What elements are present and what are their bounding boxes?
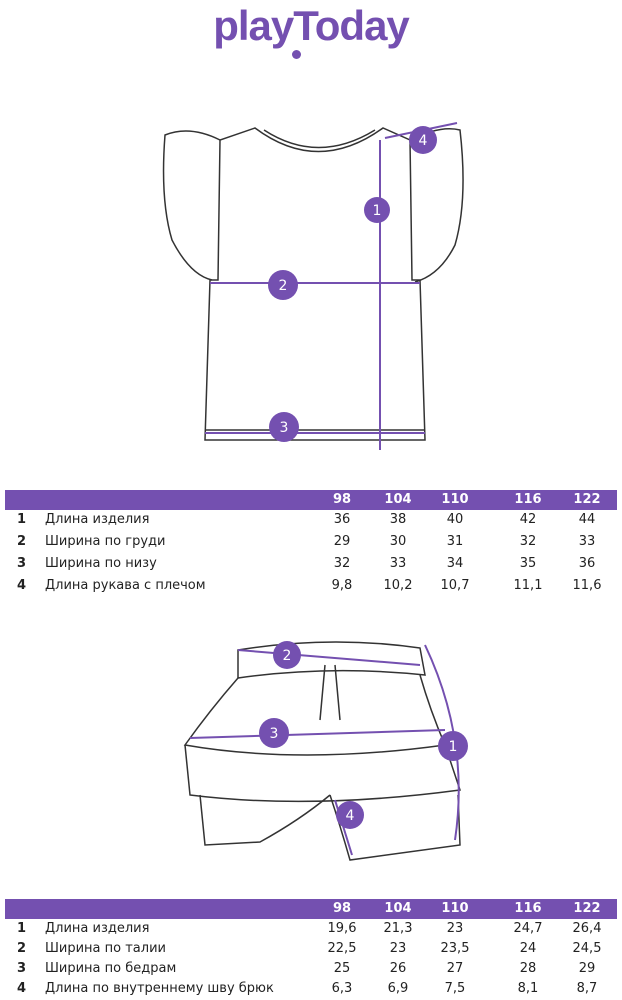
row-label: Ширина по бедрам xyxy=(45,961,177,976)
row-number: 4 xyxy=(17,578,27,593)
cell-value: 44 xyxy=(578,512,596,527)
table-row: 4 Длина рукава с плечом 9,8 10,2 10,7 11,1 11,… xyxy=(5,576,617,598)
cell-value: 29 xyxy=(333,534,351,549)
cell-value: 24,7 xyxy=(513,921,543,936)
marker-3 xyxy=(269,412,299,442)
cell-value: 22,5 xyxy=(327,941,357,956)
cell-value: 36 xyxy=(333,512,351,527)
tshirt-diagram: 1 2 3 4 xyxy=(162,122,464,450)
cell-value: 26,4 xyxy=(572,921,602,936)
cell-value: 21,3 xyxy=(383,921,413,936)
table-row: 1 Длина изделия 36 38 40 42 44 xyxy=(5,510,617,532)
cell-value: 24,5 xyxy=(572,941,602,956)
svg-text:4: 4 xyxy=(419,133,428,149)
table-row: 4 Длина по внутреннему шву брюк 6,3 6,9 7,5 8… xyxy=(5,979,617,999)
cell-value: 27 xyxy=(446,961,464,976)
row-label: Длина изделия xyxy=(45,512,150,527)
table-row: 3 Ширина по бедрам 25 26 27 28 29 xyxy=(5,959,617,979)
cell-value: 31 xyxy=(446,534,464,549)
table-row: 1 Длина изделия 19,6 21,3 23 24,7 26,4 xyxy=(5,919,617,939)
marker-1 xyxy=(364,197,390,223)
row-number: 3 xyxy=(17,961,27,976)
row-number: 2 xyxy=(17,534,27,549)
cell-value: 10,7 xyxy=(440,578,470,593)
cell-value: 6,3 xyxy=(331,981,353,996)
marker-4 xyxy=(336,801,364,829)
row-number: 1 xyxy=(17,921,27,936)
svg-text:4: 4 xyxy=(346,808,355,824)
cell-value: 26 xyxy=(389,961,407,976)
table-row: 2 Ширина по груди 29 30 31 32 33 xyxy=(5,532,617,554)
svg-text:2: 2 xyxy=(283,648,292,664)
row-label: Ширина по низу xyxy=(45,556,157,571)
row-label: Ширина по груди xyxy=(45,534,166,549)
row-label: Ширина по талии xyxy=(45,941,166,956)
cell-value: 11,6 xyxy=(572,578,602,593)
row-label: Длина по внутреннему шву брюк xyxy=(45,981,274,996)
marker-2 xyxy=(273,641,301,669)
logo-dot xyxy=(292,50,301,59)
cell-value: 25 xyxy=(333,961,351,976)
cell-value: 7,5 xyxy=(444,981,466,996)
svg-text:1: 1 xyxy=(449,739,458,755)
cell-value: 40 xyxy=(446,512,464,527)
row-label: Длина рукава с плечом xyxy=(45,578,206,593)
cell-value: 32 xyxy=(519,534,537,549)
table-row: 2 Ширина по талии 22,5 23 23,5 24 24,5 xyxy=(5,939,617,959)
cell-value: 33 xyxy=(389,556,407,571)
cell-value: 19,6 xyxy=(327,921,357,936)
cell-value: 38 xyxy=(389,512,407,527)
marker-3 xyxy=(259,718,289,748)
cell-value: 9,8 xyxy=(331,578,353,593)
table-row: 3 Ширина по низу 32 33 34 35 36 xyxy=(5,554,617,576)
svg-text:3: 3 xyxy=(280,420,289,436)
svg-text:2: 2 xyxy=(279,278,288,294)
marker-1 xyxy=(438,731,468,761)
row-number: 4 xyxy=(17,981,27,996)
size-table-tshirt: 98 104 110 116 122 1 Длина изделия 36 38 40 4… xyxy=(5,490,617,598)
cell-value: 23,5 xyxy=(440,941,470,956)
cell-value: 35 xyxy=(519,556,537,571)
cell-value: 30 xyxy=(389,534,407,549)
marker-4 xyxy=(409,126,437,154)
size-table-shorts: 98 104 110 116 122 1 Длина изделия 19,6 21,… xyxy=(5,899,617,999)
cell-value: 8,1 xyxy=(517,981,539,996)
table-header: 98 104 110 116 122 xyxy=(5,899,617,919)
cell-value: 29 xyxy=(578,961,596,976)
cell-value: 33 xyxy=(578,534,596,549)
cell-value: 34 xyxy=(446,556,464,571)
cell-value: 11,1 xyxy=(513,578,543,593)
row-number: 2 xyxy=(17,941,27,956)
cell-value: 23 xyxy=(389,941,407,956)
table-header: 98 104 110 116 122 xyxy=(5,490,617,510)
cell-value: 28 xyxy=(519,961,537,976)
marker-2 xyxy=(268,270,298,300)
cell-value: 24 xyxy=(519,941,537,956)
shorts-diagram: 2 3 1 4 xyxy=(183,641,468,861)
cell-value: 10,2 xyxy=(383,578,413,593)
cell-value: 36 xyxy=(578,556,596,571)
row-number: 1 xyxy=(17,512,27,527)
cell-value: 8,7 xyxy=(576,981,598,996)
cell-value: 23 xyxy=(446,921,464,936)
cell-value: 32 xyxy=(333,556,351,571)
row-label: Длина изделия xyxy=(45,921,150,936)
svg-text:3: 3 xyxy=(270,726,279,742)
brand-logo: playToday xyxy=(213,2,410,49)
cell-value: 6,9 xyxy=(387,981,409,996)
cell-value: 42 xyxy=(519,512,537,527)
row-number: 3 xyxy=(17,556,27,571)
svg-text:1: 1 xyxy=(373,203,382,219)
